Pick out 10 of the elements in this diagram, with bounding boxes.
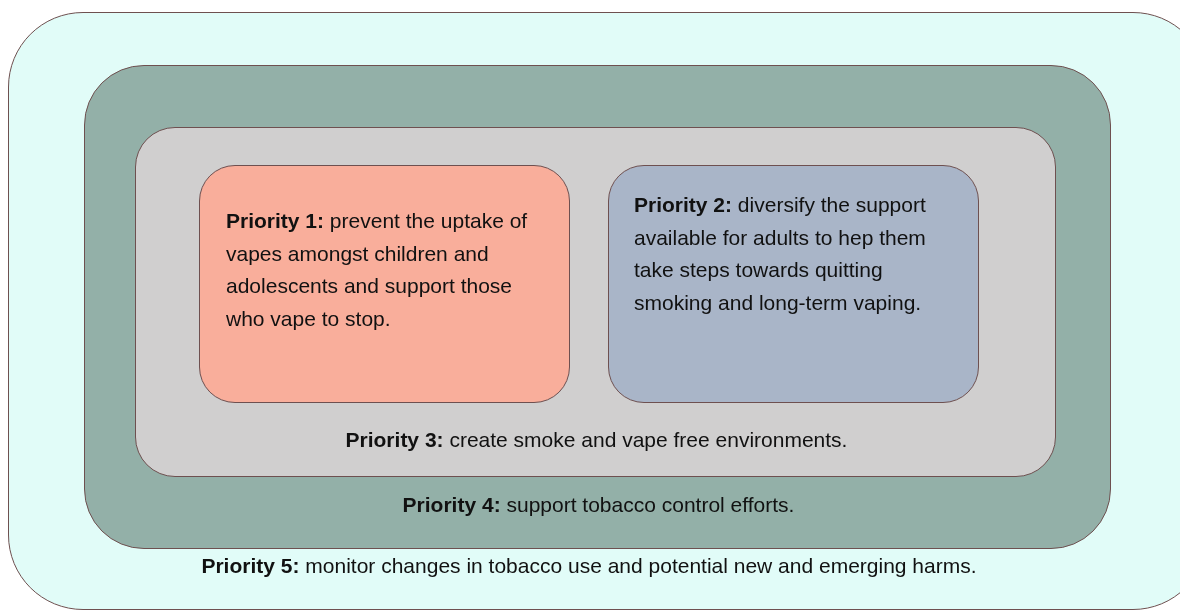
priority-box [135,127,1056,477]
priority-box [199,165,570,403]
priority-text: Priority 2: diversify the support available for adults to hep them take steps towards quitting smoking and long-term vaping. [634,192,927,316]
priority-text: Priority 1: prevent the uptake of vapes amongst children and adolescents and support those who vape to stop. [226,208,529,332]
priority-text: Priority 3: create smoke and vape free environments. [344,427,849,453]
priority-text: Priority 4: support tobacco control efforts. [401,492,796,518]
priority-box [84,65,1111,549]
priority-box [8,12,1180,610]
priority-box [608,165,979,403]
priority-text: Priority 5: monitor changes in tobacco use and potential new and emerging harms. [200,553,978,579]
